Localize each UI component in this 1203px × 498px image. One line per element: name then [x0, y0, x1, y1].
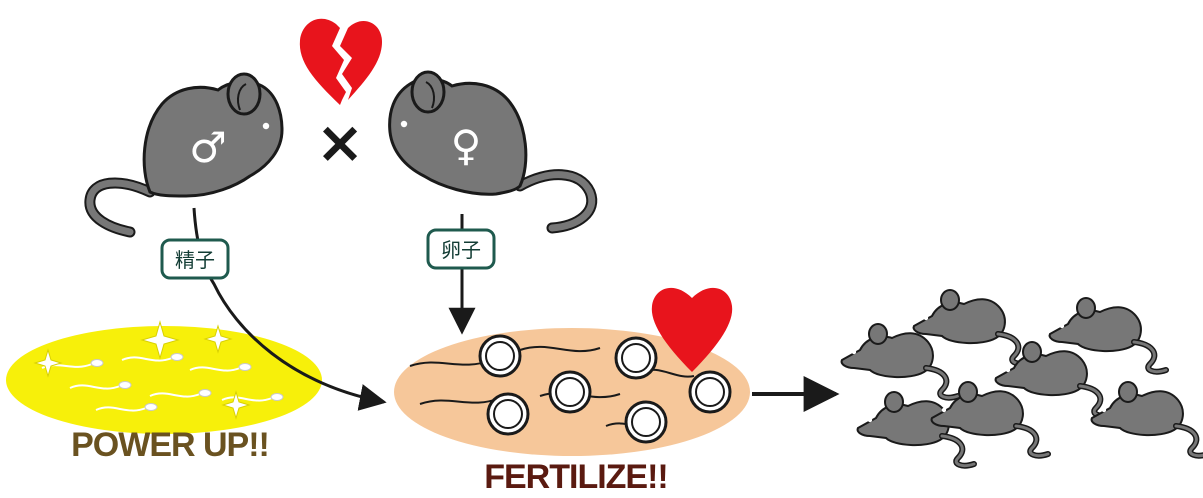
mouse-icon: [1092, 382, 1203, 456]
female-mouse: ♀: [390, 72, 592, 228]
male-mouse: ♂: [90, 74, 282, 232]
mouse-icon: [932, 382, 1048, 456]
egg-tag: 卵子: [428, 230, 494, 268]
egg-tag-label: 卵子: [441, 238, 481, 262]
sperm-tag-label: 精子: [175, 248, 215, 272]
cross-symbol: ×: [316, 108, 365, 176]
offspring-mice: [842, 290, 1203, 466]
male-symbol: ♂: [189, 123, 227, 172]
fertilize-label: FERTILIZE!!: [484, 458, 668, 496]
broken-heart-icon: [300, 19, 382, 105]
power-up-pool: [6, 322, 322, 434]
sperm-tag: 精子: [162, 240, 228, 278]
female-symbol: ♀: [451, 121, 482, 170]
power-up-label: POWER UP!!: [71, 426, 269, 464]
